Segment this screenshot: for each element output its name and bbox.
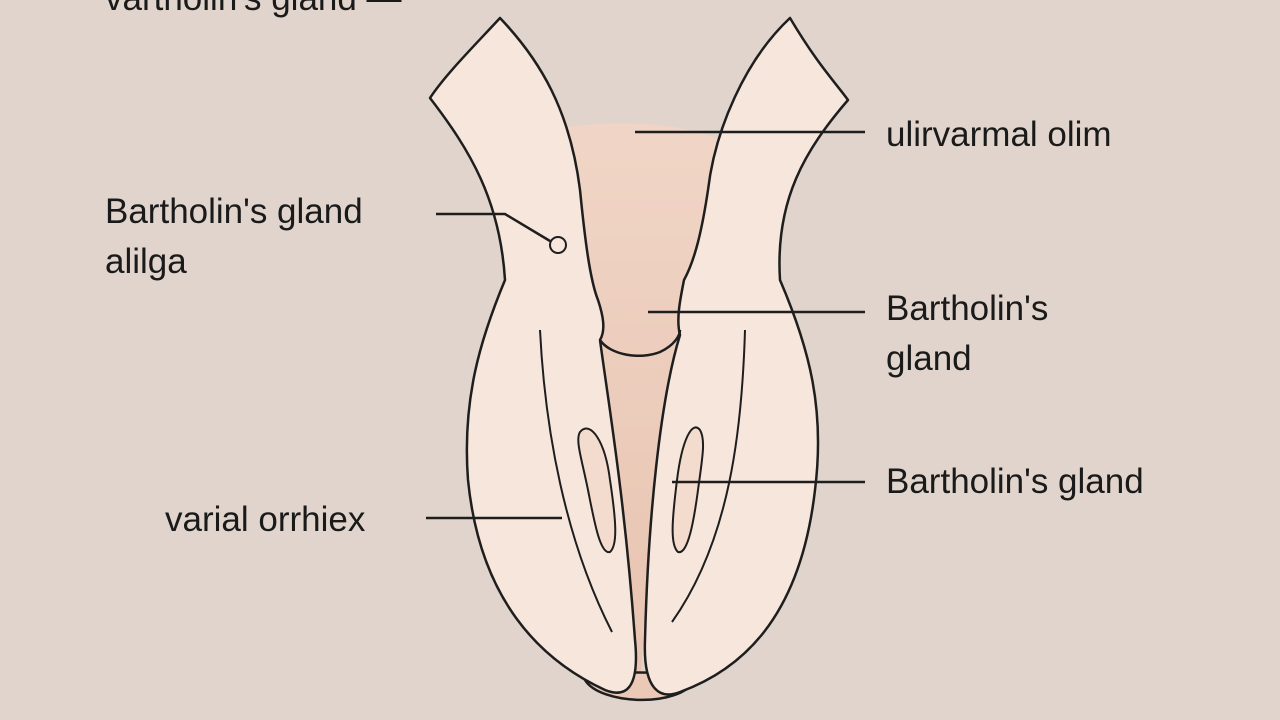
right-labium <box>643 16 850 696</box>
label-right-mid-line1: Bartholin's <box>886 289 1048 328</box>
left-inner-fold <box>539 329 613 633</box>
left-opening <box>577 427 617 554</box>
leader-left-mid <box>436 212 551 243</box>
gland-marker <box>549 236 567 254</box>
label-left-lower: varial orrhiex <box>165 500 366 539</box>
central-vestibule <box>545 123 720 690</box>
label-upper-right: ulirvarmal olim <box>886 115 1112 154</box>
right-opening <box>671 426 705 554</box>
label-right-lower: Bartholin's gland <box>886 462 1144 501</box>
central-notch <box>598 329 682 358</box>
label-top-left: vartholin's gland — <box>105 0 402 18</box>
label-left-mid-line2: alilga <box>105 242 187 281</box>
label-right-mid-line2: gland <box>886 339 972 378</box>
left-labium <box>428 16 638 694</box>
label-left-mid-line1: Bartholin's gland <box>105 192 363 231</box>
